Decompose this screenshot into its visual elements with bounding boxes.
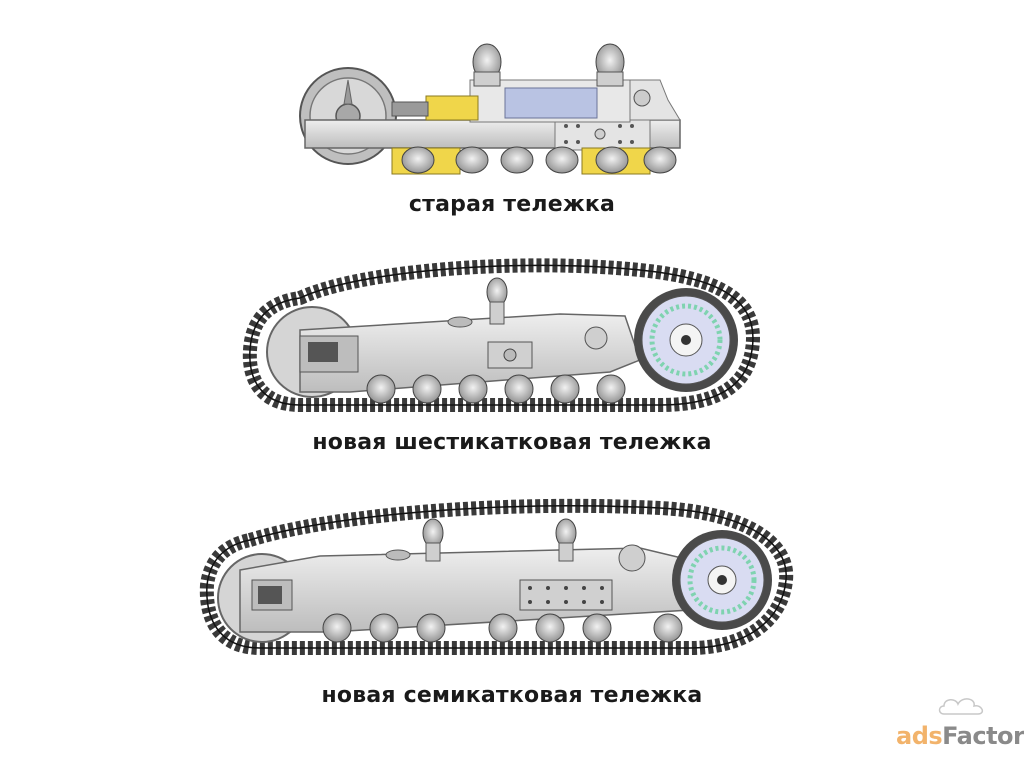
caption-seven-roller-carriage: новая семикатковая тележка — [321, 683, 703, 708]
six-frame — [299, 313, 641, 393]
six-track-rollers — [366, 374, 626, 404]
cloud-icon — [938, 698, 984, 715]
watermark-factory: Factory — [942, 722, 1024, 750]
seven-bolt-plate — [519, 579, 613, 611]
caption-old-carriage: старая тележка — [408, 192, 616, 217]
seven-drive-sprocket — [672, 530, 772, 630]
seven-roller-carriage-drawing — [199, 498, 794, 655]
old-yellow-cylinder — [425, 95, 479, 121]
old-carrier-rollers — [472, 43, 625, 87]
six-drive-sprocket — [634, 288, 738, 392]
seven-track-rollers — [322, 613, 683, 643]
watermark-text: adsFactory — [896, 722, 1024, 750]
six-carrier-roller — [486, 277, 508, 325]
old-track-rollers — [401, 146, 677, 174]
watermark-ads: ads — [896, 722, 943, 750]
seven-carrier-rollers — [422, 518, 577, 562]
old-idler-wheel — [299, 67, 397, 165]
old-carriage-drawing — [299, 43, 681, 175]
caption-six-roller-carriage: новая шестикатковая тележка — [312, 430, 712, 455]
six-roller-carriage-drawing — [242, 258, 760, 412]
adsfactory-watermark: adsFactory — [888, 692, 1024, 754]
old-blue-block — [504, 87, 598, 119]
